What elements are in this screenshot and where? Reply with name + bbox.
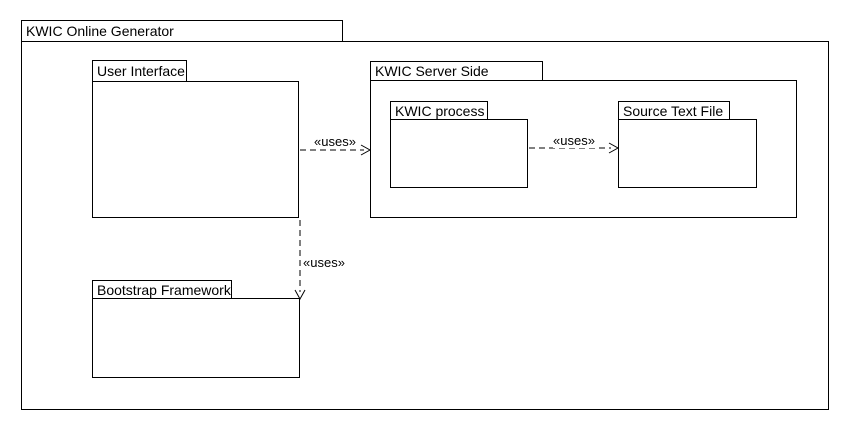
package-tab-bootstrap-framework: Bootstrap Framework [92, 280, 232, 299]
uses-stereotype-process-to-source: «uses» [553, 133, 595, 148]
package-label-kwic-process: KWIC process [395, 102, 485, 119]
package-body-source-text-file [618, 119, 757, 188]
package-body-user-interface [92, 81, 299, 218]
package-tab-user-interface: User Interface [92, 60, 187, 82]
uses-stereotype-ui-to-bootstrap: «uses» [303, 255, 345, 270]
package-tab-source-text-file: Source Text File [618, 101, 730, 120]
package-body-bootstrap-framework [92, 298, 300, 378]
package-tab-kwic-server-side: KWIC Server Side [370, 61, 543, 81]
package-label-kwic-server-side: KWIC Server Side [375, 63, 489, 79]
package-label-bootstrap-framework: Bootstrap Framework [97, 281, 231, 298]
package-tab-kwic-online-generator: KWIC Online Generator [21, 20, 343, 42]
package-label-user-interface: User Interface [97, 63, 185, 79]
package-label-kwic-online-generator: KWIC Online Generator [26, 23, 174, 39]
package-tab-kwic-process: KWIC process [390, 101, 488, 120]
package-body-kwic-process [390, 119, 528, 188]
uses-stereotype-ui-to-server: «uses» [314, 134, 356, 149]
package-label-source-text-file: Source Text File [623, 102, 724, 119]
